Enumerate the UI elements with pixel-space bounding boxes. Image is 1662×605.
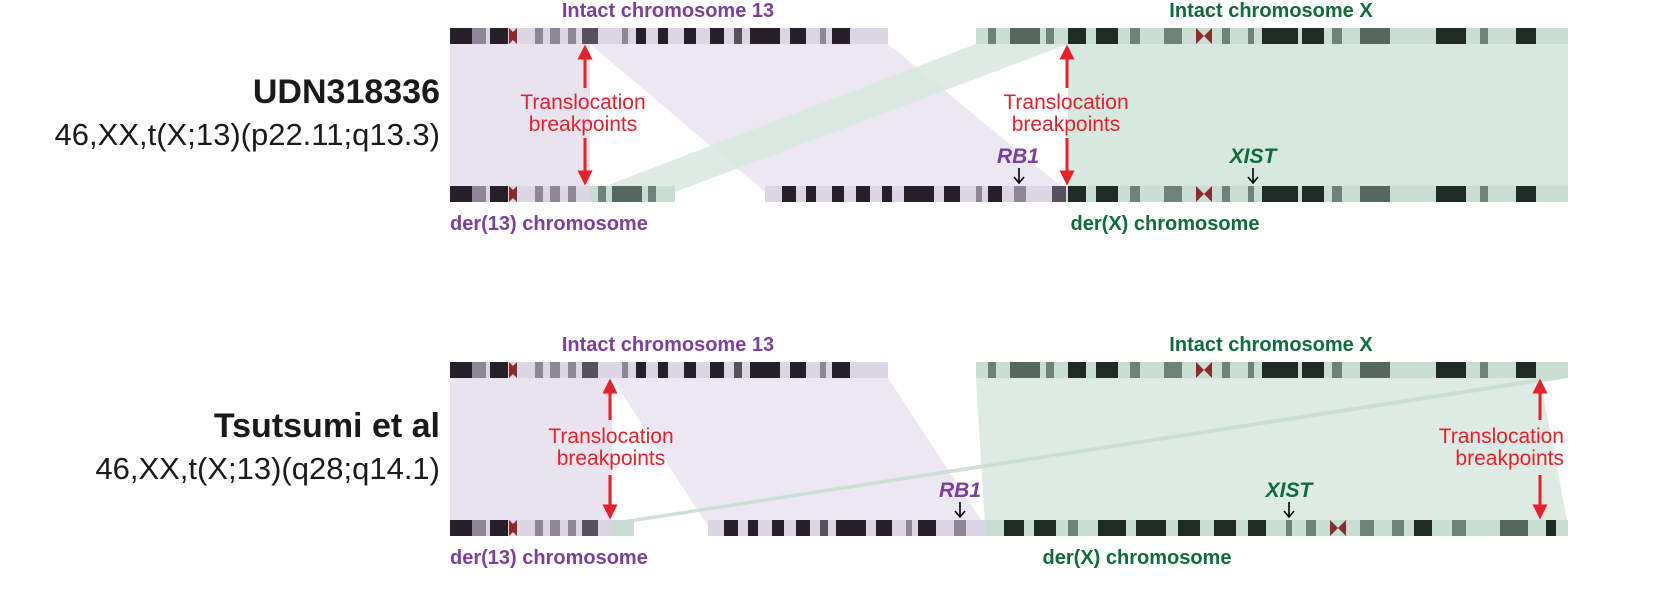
karyotype-1: 46,XX,t(X;13)(p22.11;q13.3) <box>55 117 440 152</box>
case-id-2: Tsutsumi et al <box>214 407 440 445</box>
panel-udn318336: UDN318336 46,XX,t(X;13)(p22.11;q13.3) In… <box>55 0 1568 235</box>
shade-X-pter-to-der13 <box>590 44 1068 192</box>
shade-13-qter-to-derX-2 <box>612 378 985 526</box>
breakpoint-label-13-line1-2: Translocation <box>548 425 673 448</box>
breakpoint-label-13-line2-1: breakpoints <box>529 113 638 136</box>
breakpoint-arrows-2 <box>602 378 1548 520</box>
intact-chr13-label-2: Intact chromosome 13 <box>562 334 774 356</box>
shade-X-qter-to-derX <box>1068 44 1568 192</box>
case-id-1: UDN318336 <box>253 73 440 111</box>
der13-label-2: der(13) chromosome <box>450 547 648 569</box>
gene-xist-label-2: XIST <box>1265 479 1315 502</box>
derX-ideogram-2 <box>708 520 1568 536</box>
breakpoint-arrows-1 <box>577 44 1075 186</box>
breakpoint-label-13-line2-2: breakpoints <box>557 447 666 470</box>
shade-13-pter-to-der13-2 <box>450 378 612 526</box>
intact-chr13-ideogram-2 <box>450 362 888 378</box>
intact-chrX-label-2: Intact chromosome X <box>1169 334 1373 356</box>
intact-chrX-label-1: Intact chromosome X <box>1169 0 1373 22</box>
karyotype-2: 46,XX,t(X;13)(q28;q14.1) <box>95 451 440 486</box>
gene-rb1-label-1: RB1 <box>997 145 1039 168</box>
intact-chr13-label-1: Intact chromosome 13 <box>562 0 774 22</box>
breakpoint-label-x-line1-2: Translocation <box>1439 425 1564 448</box>
shade-13-pter-to-der13 <box>450 44 590 192</box>
gene-markers-2 <box>954 502 1295 519</box>
breakpoint-label-13-line1-1: Translocation <box>520 91 645 114</box>
shade-X-qter-to-der13-2 <box>612 378 1568 522</box>
der13-ideogram-2 <box>450 520 634 536</box>
shade-X-to-derX-2 <box>976 378 1568 526</box>
derX-label-2: der(X) chromosome <box>1043 547 1232 569</box>
intact-chr13-ideogram-1 <box>450 28 888 44</box>
breakpoint-label-x-line1-1: Translocation <box>1003 91 1128 114</box>
gene-markers-1 <box>1013 168 1259 185</box>
mapping-shades-panel-2 <box>450 378 1568 526</box>
gene-rb1-label-2: RB1 <box>939 479 981 502</box>
der13-ideogram-1 <box>450 186 675 202</box>
breakpoint-label-x-line2-1: breakpoints <box>1012 113 1121 136</box>
intact-chrX-ideogram-1 <box>976 28 1568 44</box>
derX-ideogram-1 <box>765 186 1568 202</box>
breakpoint-label-x-line2-2: breakpoints <box>1455 447 1564 470</box>
derX-label-1: der(X) chromosome <box>1071 213 1260 235</box>
mapping-shades-panel-1 <box>450 44 1568 192</box>
intact-chrX-ideogram-2 <box>976 362 1568 378</box>
panel-tsutsumi: Tsutsumi et al 46,XX,t(X;13)(q28;q14.1) … <box>95 334 1568 569</box>
gene-xist-label-1: XIST <box>1229 145 1279 168</box>
der13-label-1: der(13) chromosome <box>450 213 648 235</box>
